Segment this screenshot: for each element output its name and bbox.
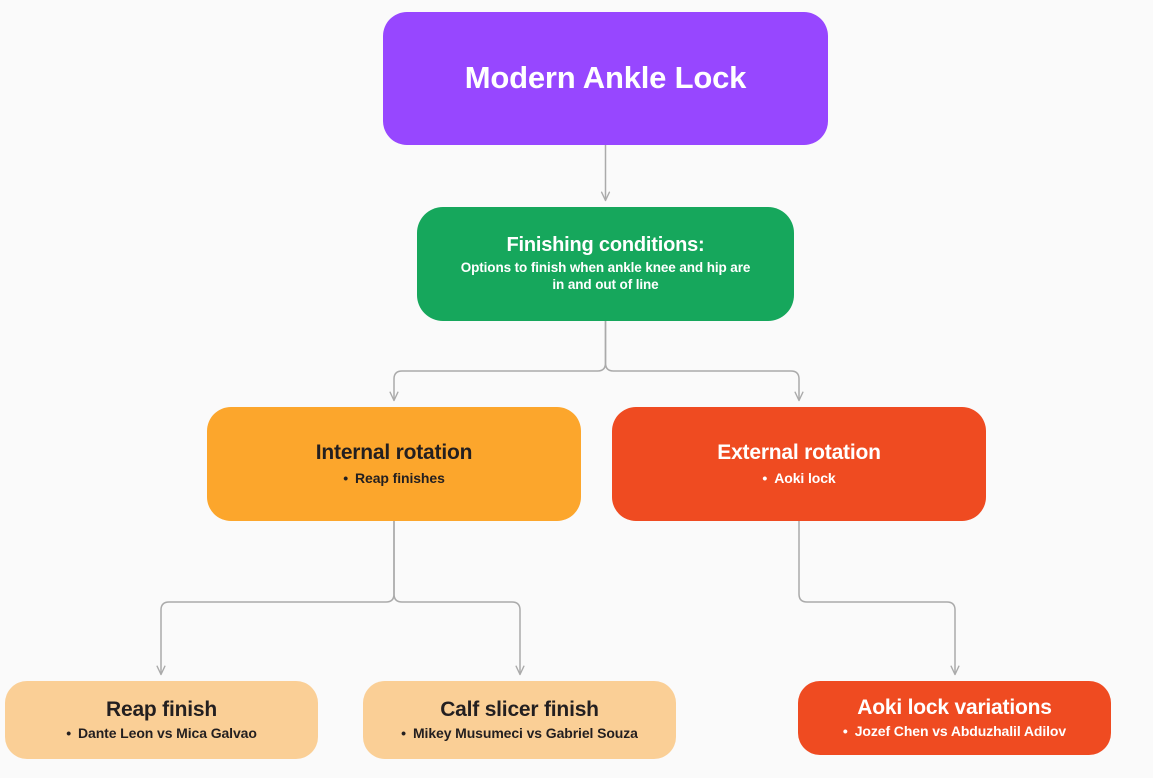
node-aoki-lock-variations[interactable]: Aoki lock variations Jozef Chen vs Abduz… — [798, 681, 1111, 755]
edge-conditions-to-external — [604, 320, 800, 400]
node-title: Reap finish — [106, 697, 217, 721]
node-calf-slicer-finish[interactable]: Calf slicer finish Mikey Musumeci vs Gab… — [363, 681, 676, 759]
node-finishing-conditions[interactable]: Finishing conditions: Options to finish … — [417, 207, 794, 321]
node-reap-finish[interactable]: Reap finish Dante Leon vs Mica Galvao — [5, 681, 318, 759]
node-bullet-list: Dante Leon vs Mica Galvao — [66, 724, 257, 742]
list-item: Dante Leon vs Mica Galvao — [66, 724, 257, 742]
node-title: Calf slicer finish — [440, 697, 599, 721]
list-item: Mikey Musumeci vs Gabriel Souza — [401, 724, 638, 742]
node-bullet-list: Jozef Chen vs Abduzhalil Adilov — [843, 722, 1066, 740]
node-title: External rotation — [717, 441, 881, 465]
list-item: Aoki lock — [762, 469, 835, 487]
node-bullet-list: Aoki lock — [762, 469, 835, 487]
node-bullet-list: Reap finishes — [343, 469, 445, 487]
node-bullet-list: Mikey Musumeci vs Gabriel Souza — [401, 724, 638, 742]
node-subtitle: Options to finish when ankle knee and hi… — [460, 259, 751, 292]
node-internal-rotation[interactable]: Internal rotation Reap finishes — [207, 407, 581, 521]
node-title: Finishing conditions: — [506, 234, 705, 257]
node-title: Internal rotation — [315, 441, 473, 465]
node-title: Aoki lock variations — [857, 695, 1052, 719]
list-item: Reap finishes — [343, 469, 445, 487]
node-external-rotation[interactable]: External rotation Aoki lock — [612, 407, 986, 521]
edge-internal-to-calf-slicer — [393, 520, 520, 674]
node-modern-ankle-lock[interactable]: Modern Ankle Lock — [383, 12, 828, 145]
list-item: Jozef Chen vs Abduzhalil Adilov — [843, 722, 1066, 740]
edge-internal-to-reap-finish — [161, 520, 395, 674]
node-title: Modern Ankle Lock — [464, 60, 747, 96]
edge-external-to-aoki-variations — [798, 520, 955, 674]
edge-conditions-to-internal — [394, 320, 607, 400]
